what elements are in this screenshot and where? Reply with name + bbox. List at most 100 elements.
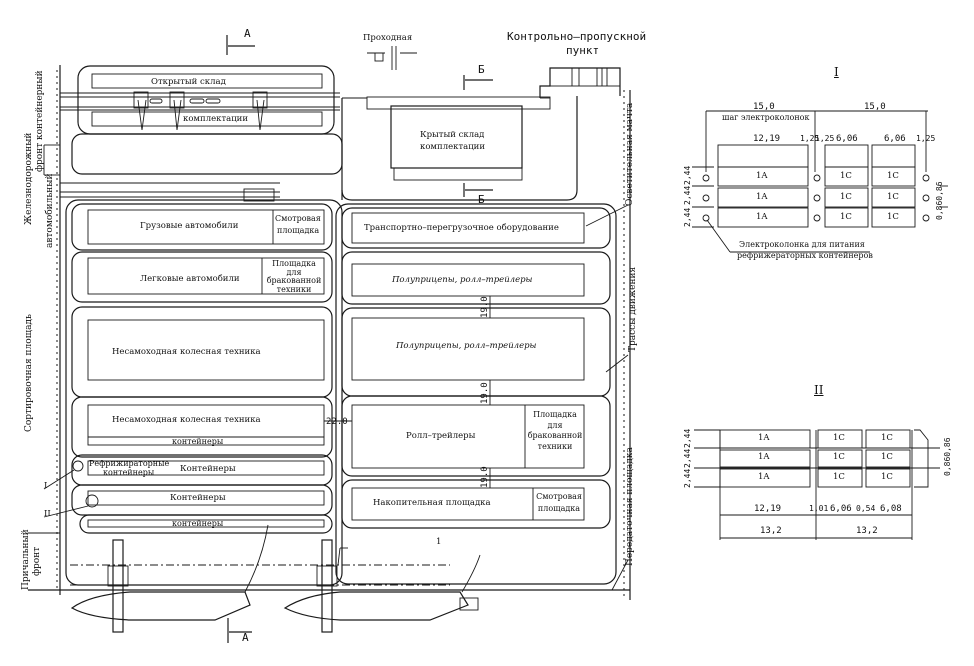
detail-I-cell: 1C [887, 212, 899, 222]
rail-wagons [149, 98, 221, 104]
vehicle-checkpoint-label-1: Контрольно–пропускной [507, 30, 647, 43]
detail-I-title: I [834, 65, 839, 79]
detail-II-gap-a: 1,01 [809, 504, 829, 513]
walk-checkpoint [367, 46, 417, 70]
detail-II-row-gaps: 0,860,86 [943, 437, 952, 476]
containers-label-2: Контейнеры [170, 493, 226, 503]
detail-I-gap-a: 1,25 [800, 134, 820, 143]
rail-front-label-1: Железнодорожный [24, 132, 34, 225]
detail-II-circle [85, 494, 99, 508]
containers-strip-4 [87, 519, 325, 528]
rail-front-label-2: фронт [35, 142, 45, 172]
berth-front-label-1: Причальный [21, 529, 31, 590]
detail-II-cell: 1C [881, 472, 893, 482]
trucks-label: Грузовые автомобили [140, 221, 239, 231]
reject-area-1-label-3: бракованной [266, 276, 322, 285]
detail-I-cell: 1C [840, 192, 852, 202]
dim-gap-2: 19.0 [480, 382, 490, 404]
containers-strip-1 [87, 436, 325, 446]
inspection-area-2-label-2: площадка [537, 504, 581, 513]
detail-I-span-1: 15,0 [753, 102, 775, 112]
detail-II-row-height-1: 2,44 [683, 428, 692, 448]
auto-front-label: автомобильный [45, 173, 55, 248]
detail-I-span-2: 15,0 [864, 102, 886, 112]
detail-II-gap-b: 0,54 [856, 504, 876, 513]
detail-II-title: II [814, 383, 824, 397]
detail-I-cell: 1C [887, 192, 899, 202]
section-a-marker-bottom: А [242, 631, 249, 644]
checkpoint-building [539, 67, 621, 98]
detail-I-row-height-1: 2,44 [683, 165, 692, 185]
reefer-label-2: контейнеры [103, 468, 155, 477]
containers-thin-label-1: контейнеры [172, 437, 224, 446]
covered-storage-platform [366, 96, 551, 110]
detail-II-row-height-2: 2,44 [683, 448, 692, 468]
open-storage-strip-top [91, 73, 323, 89]
open-storage-strip-bottom [91, 111, 323, 127]
accumulation-outline [341, 479, 611, 529]
detail-I-gap-b: 1,25 [815, 134, 835, 143]
handling-equipment-zone [351, 212, 585, 244]
detail-II-cell: 1A [758, 472, 770, 482]
detail-I-note-1: Электроколонка для питания [739, 240, 865, 249]
detail-II-drawing [694, 429, 940, 540]
gantry-crane [169, 91, 185, 131]
detail-I-drawing [692, 110, 948, 253]
detail-I-cell: 1A [756, 171, 768, 181]
detail-I-cell: 1C [887, 171, 899, 181]
power-column-icons [702, 174, 930, 222]
trucks-zone-outline [71, 203, 333, 251]
handling-equipment-label: Транспортно–перегрузочное оборудование [364, 223, 559, 233]
reject-area-1-label-2: для [286, 268, 302, 277]
callout-detail-I: I [44, 481, 48, 491]
containers-thin-label-2: контейнеры [172, 519, 224, 528]
callout-detail-II: II [44, 509, 51, 519]
semi-trailers-zone-1 [351, 263, 585, 297]
section-a-marker-top: А [244, 27, 251, 40]
detail-II-total-1: 13,2 [760, 526, 782, 536]
detail-I-note-2: рефрижераторных контейнеров [737, 251, 873, 260]
detail-I-cell: 1C [840, 171, 852, 181]
sorting-area-label: Сортировочная площадь [24, 314, 34, 432]
semi-trailers-label-1: Полуприцепы, ролл–трейлеры [392, 275, 533, 285]
detail-I-circle [72, 460, 84, 472]
detail-I-width-1c-2: 6,06 [884, 134, 906, 144]
callout-1: 1 [436, 537, 442, 547]
empty-area [71, 133, 343, 175]
detail-II-cell: 1A [758, 433, 770, 443]
reefer-label-1: Рефрижираторные [89, 459, 170, 468]
reject-area-2-label-2: для [547, 421, 563, 430]
accumulation-label: Накопительная площадка [373, 498, 491, 508]
detail-II-cell: 1C [833, 433, 845, 443]
containers-thin-outline [79, 514, 333, 534]
section-b-marker-top: Б [478, 63, 485, 76]
detail-I-cell: 1A [756, 192, 768, 202]
semi-trailers-label-2: Полуприцепы, ролл–трейлеры [396, 341, 537, 351]
traffic-routes-label: Трассы движения [628, 266, 638, 352]
detail-II-width-1c-2: 6,08 [880, 504, 902, 514]
roll-trailers-zone [351, 404, 585, 469]
non-self-propelled-zone-outline-2 [71, 396, 333, 458]
containers-strip-3 [87, 490, 325, 506]
detail-I-gap-c: 1,25 [916, 134, 936, 143]
ship-2 [283, 591, 469, 621]
handling-equipment-outline [341, 207, 611, 249]
inspection-area-1-label-1: Смотровая [275, 214, 321, 223]
inspection-area-1-label-2: площадка [277, 226, 320, 235]
reject-area-1-label-1: Площадка [272, 259, 316, 268]
covered-storage-dock [393, 167, 523, 181]
inspection-area-2-label-1: Смотровая [536, 492, 582, 501]
right-yard-boundary [335, 203, 617, 585]
non-self-propelled-zone-1 [87, 319, 325, 381]
reject-area-2-label-4: техники [537, 442, 573, 451]
open-storage-label-2: комплектации [183, 114, 249, 124]
covered-area-boundary [341, 96, 578, 201]
transfer-area-label: Передаточная площадка [625, 447, 635, 566]
reject-area-2-label-1: Площадка [533, 410, 577, 419]
walk-checkpoint-label: Проходная [363, 33, 413, 43]
rail-wagons-row [60, 182, 280, 202]
dim-road-width: 22.0 [326, 417, 348, 427]
ship-ramp-2 [461, 554, 481, 593]
trucks-zone [87, 209, 325, 245]
